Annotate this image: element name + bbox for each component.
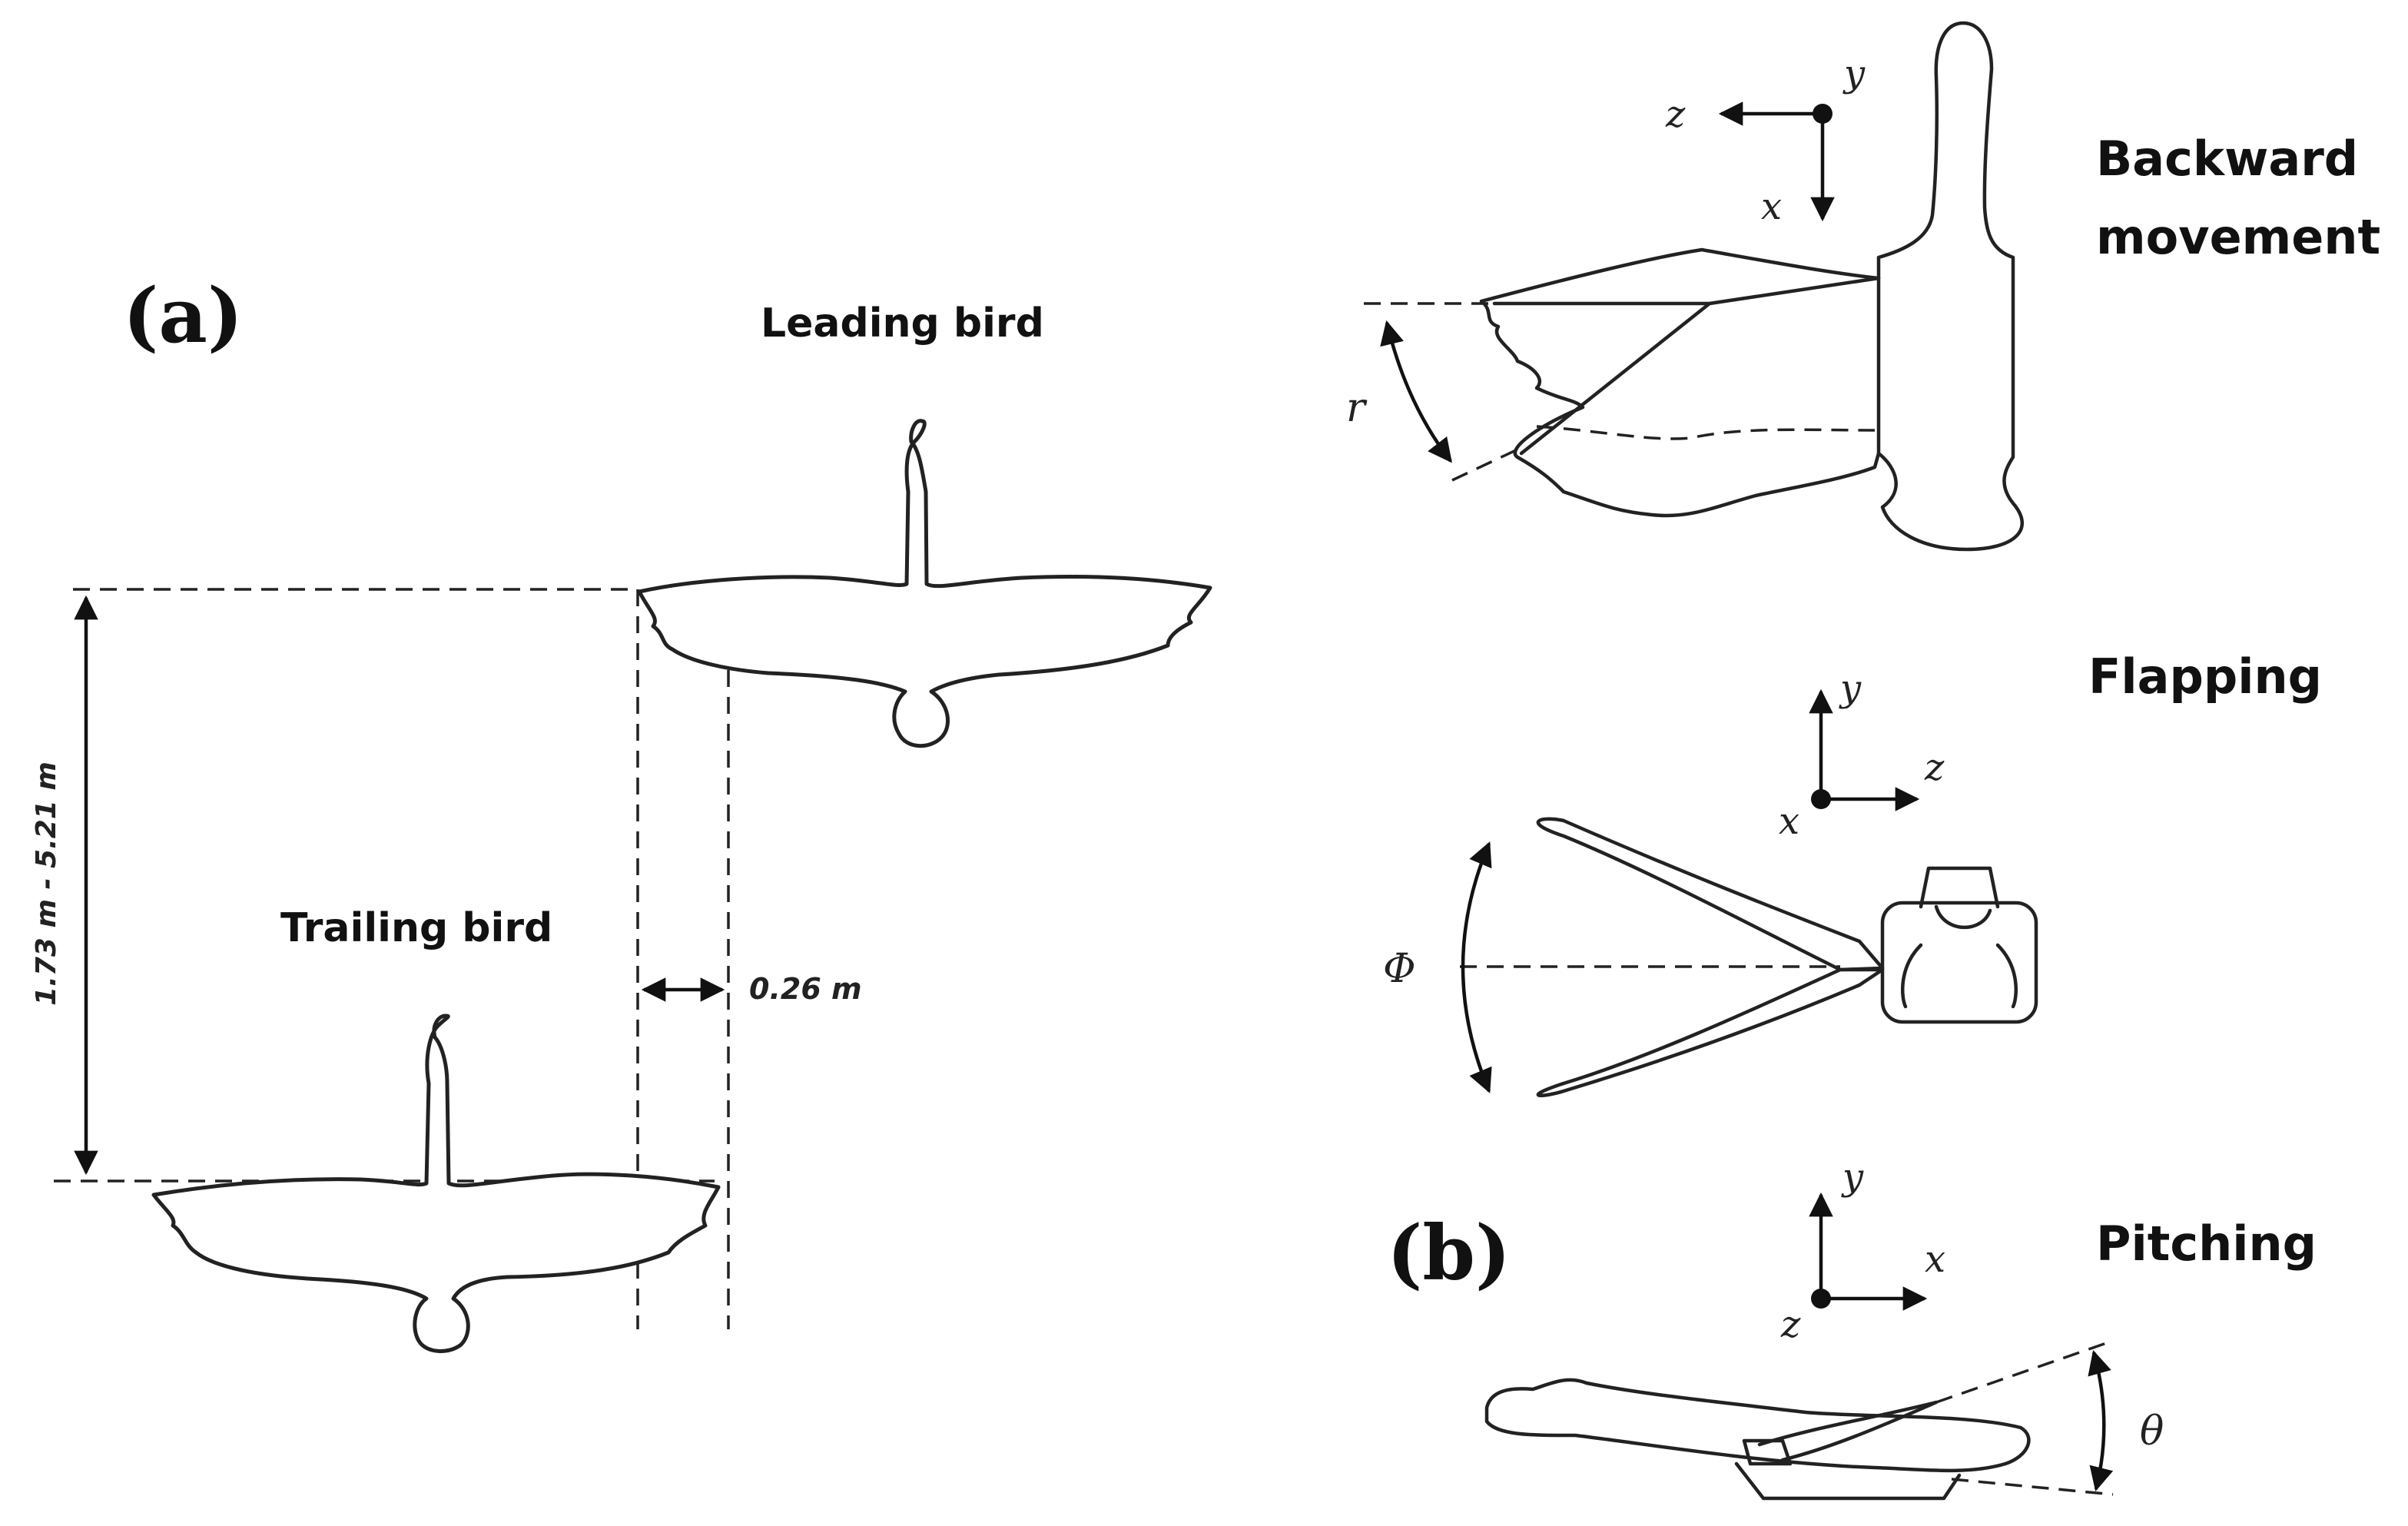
backward-angle-arc	[1380, 320, 1452, 463]
flapping-axis-y-label: y	[1839, 667, 1862, 710]
pitching-angle-symbol: θ	[2140, 1408, 2164, 1455]
flapping-bird-head	[1900, 866, 2018, 1009]
pitching-wing	[1757, 1400, 1939, 1462]
pitching-diagram: y x z θ Pitching	[1484, 1156, 2317, 1501]
flapping-upper-wing	[1536, 817, 1885, 972]
backward-wing-dashed-edge	[1536, 425, 1876, 440]
pitching-ref-lower	[1951, 1478, 2114, 1496]
backward-wing-spar	[1519, 301, 1712, 456]
trailing-bird-silhouette	[151, 1013, 721, 1353]
flapping-lower-wing	[1536, 967, 1885, 1097]
backward-axis-y-label: y	[1842, 52, 1866, 95]
longitudinal-spacing-label: 1.73 m - 5.21 m	[31, 761, 62, 1006]
panel-a: (a) 1.73 m - 5.21 m 0.26 m Leading bird …	[31, 272, 1212, 1353]
lateral-offset-label: 0.26 m	[749, 972, 862, 1006]
pitching-angle-arc	[2088, 1349, 2114, 1492]
panel-b-label: (b)	[1387, 1209, 1511, 1298]
backward-bird-body	[1876, 21, 2024, 552]
backward-title-line2: movement	[2096, 209, 2380, 265]
backward-angle-ref-bottom	[1451, 448, 1518, 482]
pitching-axis-z-label: z	[1780, 1303, 1801, 1346]
backward-angle-symbol: r	[1346, 385, 1368, 431]
pitching-axis-y-label: y	[1841, 1156, 1864, 1199]
backward-title-line1: Backward	[2096, 131, 2358, 187]
flapping-angle-symbol: Φ	[1383, 946, 1416, 992]
pitching-title: Pitching	[2096, 1216, 2317, 1272]
pitching-ref-upper	[1935, 1339, 2114, 1404]
flapping-axis-x-label: x	[1779, 800, 1799, 843]
flapping-title: Flapping	[2088, 649, 2322, 705]
backward-axis-x-label: x	[1761, 185, 1782, 228]
pitching-bird-body	[1484, 1378, 2031, 1473]
flapping-angle-arc	[1461, 841, 1492, 1093]
flapping-bird-body	[1880, 901, 2038, 1024]
backward-movement-diagram: z y x r Backward movement	[1346, 21, 2380, 552]
panel-b: (b) z y x r Backward movement	[1346, 21, 2380, 1501]
pitching-axis-x-label: x	[1925, 1238, 1945, 1281]
leading-bird-silhouette	[637, 419, 1212, 748]
leading-bird-label: Leading bird	[761, 300, 1044, 347]
pitching-bird-belly	[1734, 1461, 1962, 1501]
trailing-bird-label: Trailing bird	[280, 905, 552, 951]
flapping-diagram: y z x Φ Flapping	[1383, 649, 2322, 1097]
panel-a-label: (a)	[123, 272, 243, 360]
backward-axis-z-label: z	[1665, 93, 1686, 136]
backward-wing-outline	[1479, 247, 1881, 518]
flapping-axis-z-label: z	[1924, 746, 1945, 789]
